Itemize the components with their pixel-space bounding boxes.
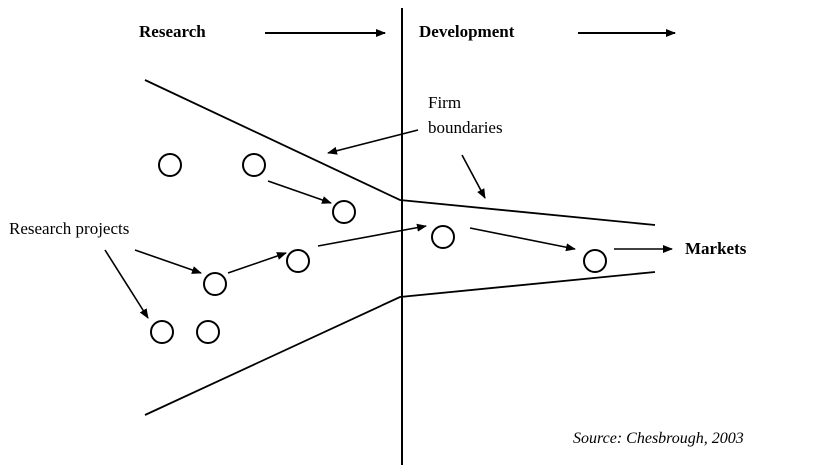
project-circle: [286, 249, 310, 273]
lower-firm-boundary: [144, 271, 656, 416]
flow-arrow: [267, 180, 332, 204]
project-circle: [583, 249, 607, 273]
project-circle: [332, 200, 356, 224]
upper-firm-boundary: [144, 79, 656, 226]
project-circle: [196, 320, 220, 344]
project-circle: [203, 272, 227, 296]
research-phase-label: Research: [139, 22, 206, 41]
project-circle: [242, 153, 266, 177]
source-citation: Source: Chesbrough, 2003: [573, 430, 744, 447]
markets-label: Markets: [685, 239, 747, 258]
project-circle: [158, 153, 182, 177]
firm-boundaries-pointer: [327, 129, 419, 155]
project-circle: [150, 320, 174, 344]
firm-boundaries-label-line1: Firm: [428, 93, 462, 112]
project-circle: [431, 225, 455, 249]
research-projects-pointer: [134, 249, 202, 274]
development-phase-label: Development: [419, 22, 515, 41]
flow-arrow: [469, 227, 576, 252]
research-projects-pointer: [104, 249, 149, 319]
firm-boundaries-label-line2: boundaries: [428, 118, 503, 137]
research-projects-label: Research projects: [9, 219, 130, 238]
flow-arrow: [317, 223, 427, 247]
flow-arrow: [227, 252, 287, 274]
firm-boundaries-pointer: [461, 154, 486, 199]
